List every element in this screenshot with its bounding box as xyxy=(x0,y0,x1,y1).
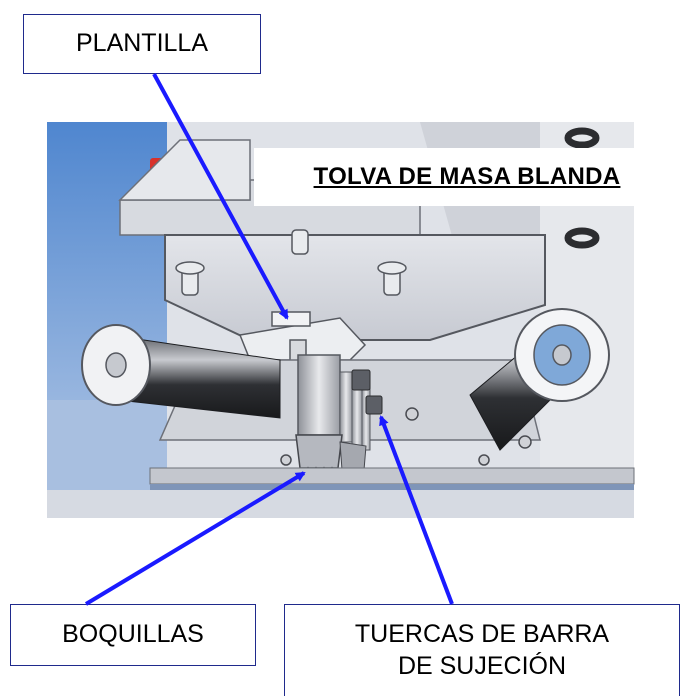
label-tuercas-line1: TUERCAS DE BARRA xyxy=(354,620,610,649)
diagram-title: TOLVA DE MASA BLANDA xyxy=(254,148,680,206)
label-plantilla-text: PLANTILLA xyxy=(75,29,208,58)
label-boquillas-text: BOQUILLAS xyxy=(62,620,204,649)
nozzle-row xyxy=(295,354,371,478)
tightening-nuts xyxy=(351,369,383,415)
label-boquillas: BOQUILLAS xyxy=(10,604,256,666)
label-tuercas-line2: DE SUJECIÓN xyxy=(397,651,567,680)
label-plantilla: PLANTILLA xyxy=(23,14,261,74)
label-tuercas: TUERCAS DE BARRA DE SUJECIÓN xyxy=(284,604,680,696)
